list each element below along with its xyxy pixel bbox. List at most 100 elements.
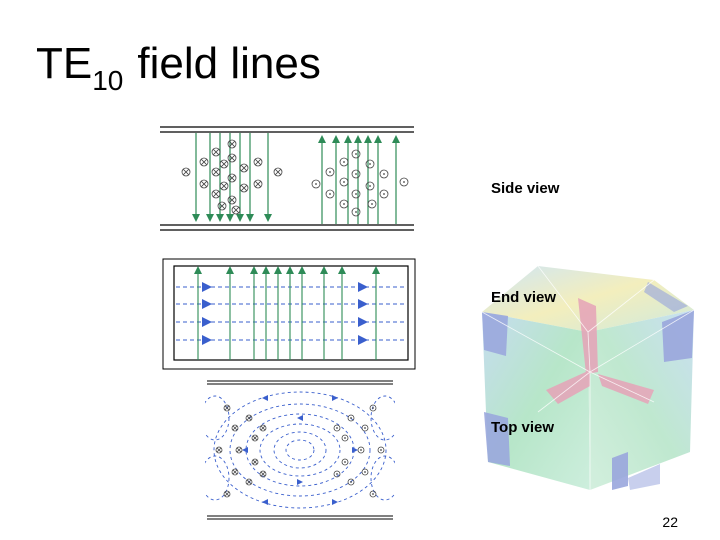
- into-page-icon: [211, 189, 221, 199]
- top-view-diagram: [205, 380, 395, 520]
- out-of-page-icon: [399, 177, 409, 187]
- h-field-loop: [273, 431, 327, 469]
- e-arrow-up: [338, 266, 346, 274]
- out-of-page-icon: [351, 149, 361, 159]
- out-of-page-icon: [333, 470, 341, 478]
- e-arrow-up: [194, 266, 202, 274]
- e-arrow-down: [216, 214, 224, 222]
- e-arrow-up: [344, 135, 352, 143]
- out-of-page-icon: [339, 177, 349, 187]
- into-page-icon: [245, 414, 253, 422]
- into-page-icon: [251, 458, 259, 466]
- out-of-page-icon: [351, 189, 361, 199]
- e-arrow-up: [226, 266, 234, 274]
- side-view-label: Side view: [491, 180, 560, 197]
- out-of-page-icon: [325, 167, 335, 177]
- into-page-icon: [273, 167, 283, 177]
- into-page-icon: [259, 424, 267, 432]
- out-of-page-icon: [367, 199, 377, 209]
- h-arrow: [352, 447, 358, 453]
- into-page-icon: [217, 201, 227, 211]
- out-of-page-icon: [379, 169, 389, 179]
- e-arrow-up: [332, 135, 340, 143]
- into-page-icon: [253, 179, 263, 189]
- out-of-page-icon: [357, 446, 365, 454]
- out-of-page-icon: [369, 490, 377, 498]
- into-page-icon: [219, 181, 229, 191]
- h-arrow: [262, 395, 268, 401]
- h-field-loop: [370, 395, 395, 441]
- into-page-icon: [239, 163, 249, 173]
- into-page-icon: [227, 173, 237, 183]
- e-arrow-up: [320, 266, 328, 274]
- e-arrow-up: [374, 135, 382, 143]
- h-arrow: [297, 415, 303, 421]
- out-of-page-icon: [361, 468, 369, 476]
- end-view-h-field-lines: [176, 282, 406, 345]
- into-page-icon: [215, 446, 223, 454]
- e-arrow-up: [392, 135, 400, 143]
- e-arrow-up: [298, 266, 306, 274]
- end-view-e-field-lines: [194, 266, 380, 360]
- out-of-page-icon: [347, 478, 355, 486]
- e-arrow-down: [192, 214, 200, 222]
- out-of-page-icon: [311, 179, 321, 189]
- e-arrow-up: [354, 135, 362, 143]
- into-page-icon: [227, 195, 237, 205]
- out-of-page-icon: [339, 157, 349, 167]
- out-of-page-icon: [339, 199, 349, 209]
- h-arrow: [332, 499, 338, 505]
- h-arrow: [297, 479, 303, 485]
- h-field-loop: [205, 455, 230, 501]
- end-view-label: End view: [491, 289, 557, 306]
- h-arrow: [358, 317, 368, 327]
- end-view-outer-frame: [162, 258, 416, 370]
- out-of-page-icon: [369, 404, 377, 412]
- into-page-icon: [231, 468, 239, 476]
- e-arrow-down: [226, 214, 234, 222]
- e-arrow-up: [372, 266, 380, 274]
- into-page-icon: [223, 490, 231, 498]
- into-page-icon: [181, 167, 191, 177]
- e-arrow-up: [364, 135, 372, 143]
- e-arrow-up: [286, 266, 294, 274]
- h-field-loop: [370, 455, 395, 501]
- end-view-diagram: [162, 258, 416, 370]
- top-view-walls: [207, 380, 393, 520]
- e-arrow-up: [250, 266, 258, 274]
- top-view-h-field-loops: [205, 391, 395, 509]
- cube-field-image: [481, 265, 695, 490]
- into-page-icon: [239, 183, 249, 193]
- out-of-page-icon: [351, 207, 361, 217]
- title-subscript: 10: [92, 65, 124, 96]
- into-page-icon: [223, 404, 231, 412]
- h-arrow: [332, 395, 338, 401]
- title-rest: field lines: [137, 39, 321, 88]
- side-view-h-field-symbols: [181, 139, 409, 217]
- out-of-page-icon: [361, 424, 369, 432]
- h-arrow: [242, 447, 248, 453]
- h-arrow: [358, 335, 368, 345]
- side-view-e-field-lines: [192, 133, 400, 224]
- into-page-icon: [231, 424, 239, 432]
- into-page-icon: [231, 205, 241, 215]
- top-view-e-field-symbols: [215, 404, 385, 498]
- e-arrow-down: [206, 214, 214, 222]
- into-page-icon: [219, 159, 229, 169]
- cube-mesh-lines: [481, 265, 695, 490]
- side-view-diagram: [160, 126, 414, 231]
- h-arrow: [358, 299, 368, 309]
- e-arrow-up: [262, 266, 270, 274]
- e-arrow-down: [264, 214, 272, 222]
- into-page-icon: [199, 157, 209, 167]
- into-page-icon: [211, 167, 221, 177]
- e-arrow-down: [236, 214, 244, 222]
- out-of-page-icon: [365, 159, 375, 169]
- into-page-icon: [235, 446, 243, 454]
- end-view-inner-frame: [173, 265, 409, 361]
- side-view-walls: [160, 126, 414, 231]
- h-arrow: [202, 299, 212, 309]
- e-arrow-up: [274, 266, 282, 274]
- h-field-loop: [285, 439, 315, 461]
- into-page-icon: [245, 478, 253, 486]
